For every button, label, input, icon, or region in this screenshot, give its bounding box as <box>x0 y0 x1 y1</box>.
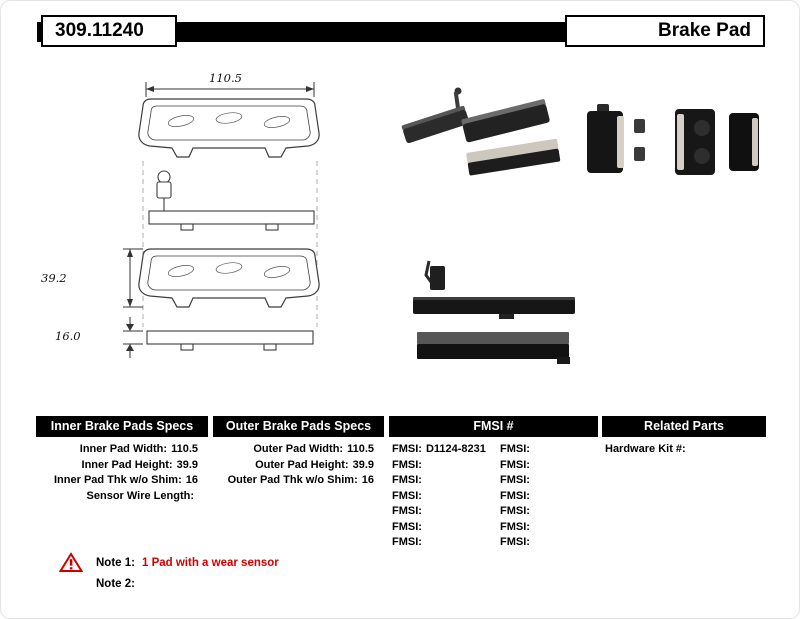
note-1-label: Note 1: <box>96 556 135 569</box>
fmsi-label: FMSI: <box>392 443 422 455</box>
fmsi-label: FMSI: <box>500 536 530 548</box>
spec-label: Hardware Kit #: <box>605 443 686 455</box>
photo-pads-facing <box>587 104 759 175</box>
fmsi-label: FMSI: <box>500 489 530 502</box>
outer-specs-rows: Outer Pad Width:110.5 Outer Pad Height:3… <box>213 442 384 489</box>
dim-width-lines <box>145 82 315 97</box>
fmsi-label: FMSI: <box>500 520 530 533</box>
fmsi-label: FMSI: <box>500 505 530 517</box>
note-2-line: Note 2: <box>59 578 279 590</box>
fmsi-cell: FMSI: <box>500 442 534 458</box>
dimension-height-label: 39.2 <box>41 271 67 285</box>
warning-triangle-icon <box>59 552 83 572</box>
fmsi-cell: FMSI: <box>389 473 500 489</box>
drawing-pad-edge-view <box>146 330 314 351</box>
note-1-line: Note 1: 1 Pad with a wear sensor <box>59 552 279 573</box>
related-parts-header: Related Parts <box>602 416 766 437</box>
spec-label: Inner Pad Width: <box>79 443 168 455</box>
fmsi-label: FMSI: <box>392 505 422 517</box>
note-2-label: Note 2: <box>96 578 135 590</box>
spec-row-outer-height: Outer Pad Height:39.9 <box>213 458 384 474</box>
spec-label: Outer Pad Thk w/o Shim: <box>227 474 358 486</box>
spec-value: 16 <box>361 474 374 486</box>
notes-section: Note 1: 1 Pad with a wear sensor Note 2: <box>59 552 279 590</box>
spec-label: Inner Pad Height: <box>81 458 173 471</box>
dimension-width-label: 110.5 <box>209 71 242 85</box>
fmsi-cell: FMSI: <box>500 489 534 505</box>
fmsi-cell: FMSI: <box>389 535 500 551</box>
fmsi-label: FMSI: <box>392 474 422 486</box>
fmsi-row: FMSI:D1124-8231 FMSI: <box>389 442 598 458</box>
fmsi-cell: FMSI: <box>389 520 500 536</box>
spec-value: 110.5 <box>347 443 374 455</box>
related-parts-column: Related Parts Hardware Kit #: <box>602 416 766 458</box>
fmsi-value: D1124-8231 <box>425 443 486 455</box>
spec-row-outer-width: Outer Pad Width:110.5 <box>213 442 384 458</box>
inner-specs-rows: Inner Pad Width:110.5 Inner Pad Height:3… <box>36 442 208 504</box>
spec-row-hardware-kit: Hardware Kit #: <box>602 442 766 458</box>
fmsi-label: FMSI: <box>500 474 530 486</box>
spec-value: 39.9 <box>352 458 374 471</box>
note-1-text: 1 Pad with a wear sensor <box>141 556 279 569</box>
fmsi-cell: FMSI: <box>500 504 534 520</box>
product-title: Brake Pad <box>565 15 765 47</box>
fmsi-label: FMSI: <box>392 458 422 471</box>
fmsi-row: FMSI: FMSI: <box>389 458 598 474</box>
spec-row-inner-height: Inner Pad Height:39.9 <box>36 458 208 474</box>
spec-value: 39.9 <box>176 458 198 471</box>
fmsi-label: FMSI: <box>392 489 422 502</box>
fmsi-row: FMSI: FMSI: <box>389 504 598 520</box>
fmsi-row: FMSI: FMSI: <box>389 535 598 551</box>
fmsi-cell: FMSI: <box>500 520 534 536</box>
fmsi-row: FMSI: FMSI: <box>389 473 598 489</box>
projection-lines <box>142 161 318 327</box>
spec-value: 110.5 <box>171 443 198 455</box>
drawing-pad-front-middle <box>138 248 320 308</box>
spec-value: 16 <box>185 474 198 486</box>
dim-height-lines <box>123 248 143 308</box>
header: 309.11240 Brake Pad <box>37 15 765 49</box>
inner-specs-column: Inner Brake Pads Specs Inner Pad Width:1… <box>36 416 208 504</box>
fmsi-cell: FMSI: <box>500 535 534 551</box>
part-number: 309.11240 <box>41 15 177 47</box>
fmsi-label: FMSI: <box>500 443 530 455</box>
fmsi-cell: FMSI: <box>389 458 500 474</box>
spec-label: Sensor Wire Length: <box>86 489 194 502</box>
fmsi-row: FMSI: FMSI: <box>389 520 598 536</box>
spec-row-inner-thickness: Inner Pad Thk w/o Shim:16 <box>36 473 208 489</box>
photo-pads-side <box>413 260 575 364</box>
fmsi-label: FMSI: <box>392 520 422 533</box>
fmsi-cell: FMSI: <box>500 458 534 474</box>
spec-row-sensor-wire-length: Sensor Wire Length: <box>36 489 208 505</box>
photo-pads-angled <box>401 87 561 176</box>
artwork: 110.5 39.2 16.0 <box>31 61 771 411</box>
spec-label: Outer Pad Height: <box>255 458 349 471</box>
fmsi-header: FMSI # <box>389 416 598 437</box>
fmsi-row: FMSI: FMSI: <box>389 489 598 505</box>
fmsi-cell: FMSI: <box>389 489 500 505</box>
spec-row-inner-width: Inner Pad Width:110.5 <box>36 442 208 458</box>
spec-row-outer-thickness: Outer Pad Thk w/o Shim:16 <box>213 473 384 489</box>
inner-specs-header: Inner Brake Pads Specs <box>36 416 208 437</box>
drawing-pad-sensor-view <box>148 170 315 231</box>
dimension-thickness-label: 16.0 <box>55 329 81 343</box>
fmsi-cell: FMSI: <box>389 504 500 520</box>
technical-drawing-canvas <box>123 82 759 364</box>
drawing-pad-front-top <box>138 98 320 158</box>
fmsi-column: FMSI # FMSI:D1124-8231 FMSI: FMSI: FMSI:… <box>389 416 598 551</box>
fmsi-rows: FMSI:D1124-8231 FMSI: FMSI: FMSI: FMSI: … <box>389 442 598 551</box>
fmsi-cell: FMSI:D1124-8231 <box>389 442 500 458</box>
outer-specs-header: Outer Brake Pads Specs <box>213 416 384 437</box>
fmsi-label: FMSI: <box>392 536 422 548</box>
dim-thickness-lines <box>123 317 143 358</box>
spec-label: Inner Pad Thk w/o Shim: <box>54 474 182 486</box>
fmsi-cell: FMSI: <box>500 473 534 489</box>
related-parts-rows: Hardware Kit #: <box>602 442 766 458</box>
fmsi-label: FMSI: <box>500 458 530 471</box>
spec-label: Outer Pad Width: <box>253 443 344 455</box>
outer-specs-column: Outer Brake Pads Specs Outer Pad Width:1… <box>213 416 384 489</box>
